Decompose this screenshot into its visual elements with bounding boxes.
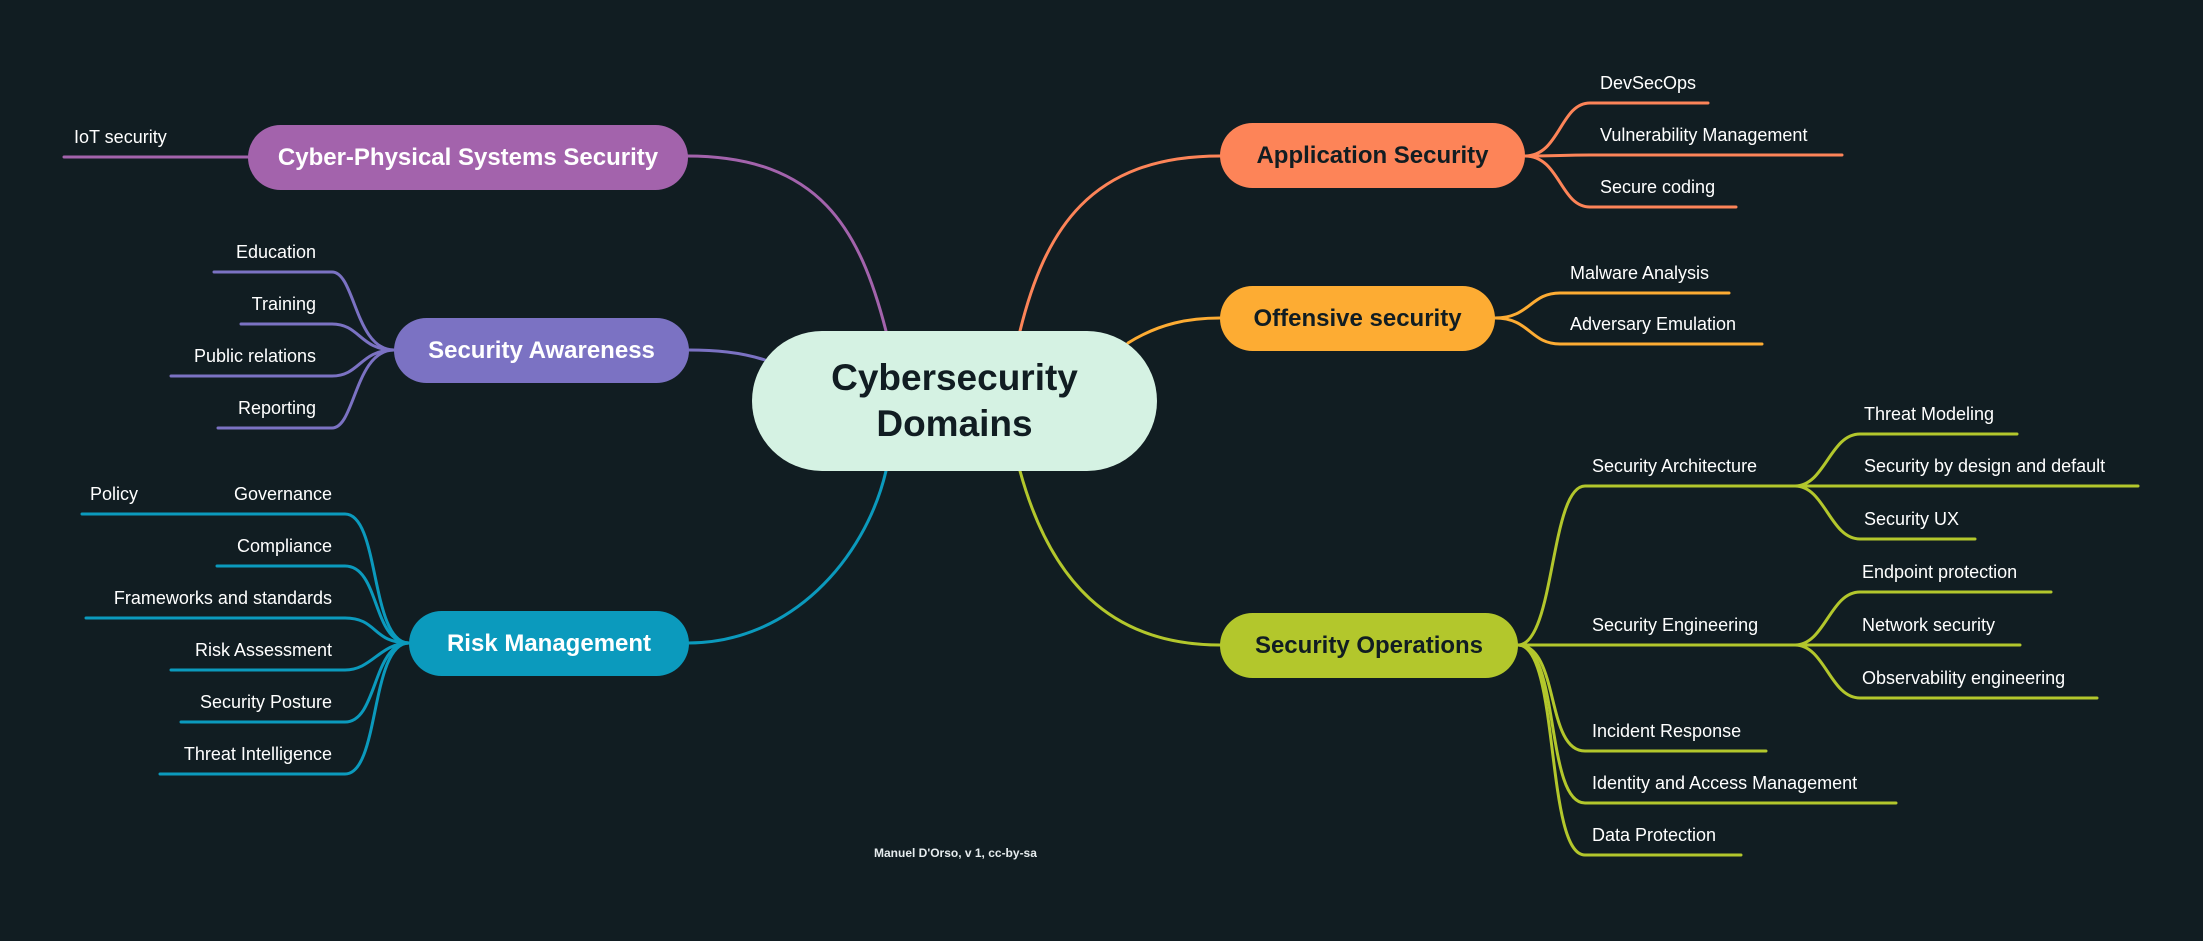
leaf-adversary-emulation[interactable]: Adversary Emulation xyxy=(1570,314,1737,334)
author-credit: Manuel D'Orso, v 1, cc-by-sa xyxy=(874,846,1037,860)
leaf-incident-response[interactable]: Incident Response xyxy=(1592,721,1742,741)
branch-cyber-physical-label: Cyber-Physical Systems Security xyxy=(277,143,659,171)
leaf-vulnerability-management[interactable]: Vulnerability Management xyxy=(1600,125,1808,145)
link-offensive xyxy=(1126,316,1222,345)
leaf-education[interactable]: Education xyxy=(235,242,316,262)
leaf-network-security[interactable]: Network security xyxy=(1862,615,1996,635)
branch-security-awareness[interactable]: Security Awareness xyxy=(394,318,689,383)
leaf-observability-engineering[interactable]: Observability engineering xyxy=(1862,668,2066,688)
awareness-leaf-links xyxy=(169,270,396,430)
link-operations xyxy=(1018,469,1222,647)
leaf-data-protection[interactable]: Data Protection xyxy=(1592,825,1717,845)
branch-application-security[interactable]: Application Security xyxy=(1220,123,1525,188)
leaf-policy[interactable]: Policy xyxy=(90,484,139,504)
branch-offensive-security[interactable]: Offensive security xyxy=(1220,286,1495,351)
leaf-security-by-design[interactable]: Security by design and default xyxy=(1864,456,2106,476)
link-application xyxy=(1018,154,1222,333)
leaf-threat-intelligence[interactable]: Threat Intelligence xyxy=(183,744,332,764)
leaf-public-relations[interactable]: Public relations xyxy=(193,346,316,366)
offensive-leaf-links xyxy=(1493,291,1764,346)
leaf-endpoint-protection[interactable]: Endpoint protection xyxy=(1862,562,2018,582)
branch-risk-management-label: Risk Management xyxy=(446,629,652,657)
central-topic-line-2: Domains xyxy=(876,403,1033,444)
application-leaf-links xyxy=(1523,101,1844,209)
link-risk xyxy=(686,469,888,645)
leaf-reporting[interactable]: Reporting xyxy=(237,398,316,418)
leaf-security-engineering[interactable]: Security Engineering xyxy=(1592,615,1759,635)
link-cyber-physical xyxy=(685,154,888,333)
branch-offensive-security-label: Offensive security xyxy=(1253,304,1462,332)
leaf-training[interactable]: Training xyxy=(251,294,316,314)
leaf-security-ux[interactable]: Security UX xyxy=(1864,509,1960,529)
branch-security-operations-label: Security Operations xyxy=(1254,631,1484,659)
leaf-governance[interactable]: Governance xyxy=(233,484,332,504)
leaf-risk-assessment[interactable]: Risk Assessment xyxy=(194,640,332,660)
leaf-threat-modeling[interactable]: Threat Modeling xyxy=(1864,404,1995,424)
leaf-devsecops[interactable]: DevSecOps xyxy=(1600,73,1697,93)
branch-security-operations[interactable]: Security Operations xyxy=(1220,613,1518,678)
operations-leaf-links xyxy=(1516,432,2140,857)
leaf-iot-security[interactable]: IoT security xyxy=(74,127,167,147)
leaf-frameworks-and-standards[interactable]: Frameworks and standards xyxy=(113,588,332,608)
branch-cyber-physical[interactable]: Cyber-Physical Systems Security xyxy=(248,125,688,190)
leaf-security-posture[interactable]: Security Posture xyxy=(199,692,332,712)
central-topic[interactable]: Cybersecurity Domains xyxy=(752,331,1157,471)
leaf-security-architecture[interactable]: Security Architecture xyxy=(1592,456,1758,476)
leaf-malware-analysis[interactable]: Malware Analysis xyxy=(1570,263,1710,283)
central-topic-line-1: Cybersecurity xyxy=(831,357,1078,398)
leaf-secure-coding[interactable]: Secure coding xyxy=(1600,177,1716,197)
link-awareness xyxy=(686,348,767,362)
leaf-compliance[interactable]: Compliance xyxy=(236,536,332,556)
leaf-identity-access-management[interactable]: Identity and Access Management xyxy=(1592,773,1858,793)
risk-leaf-links xyxy=(80,512,411,776)
branch-application-security-label: Application Security xyxy=(1256,141,1489,169)
branch-security-awareness-label: Security Awareness xyxy=(428,336,655,364)
branch-risk-management[interactable]: Risk Management xyxy=(409,611,689,676)
